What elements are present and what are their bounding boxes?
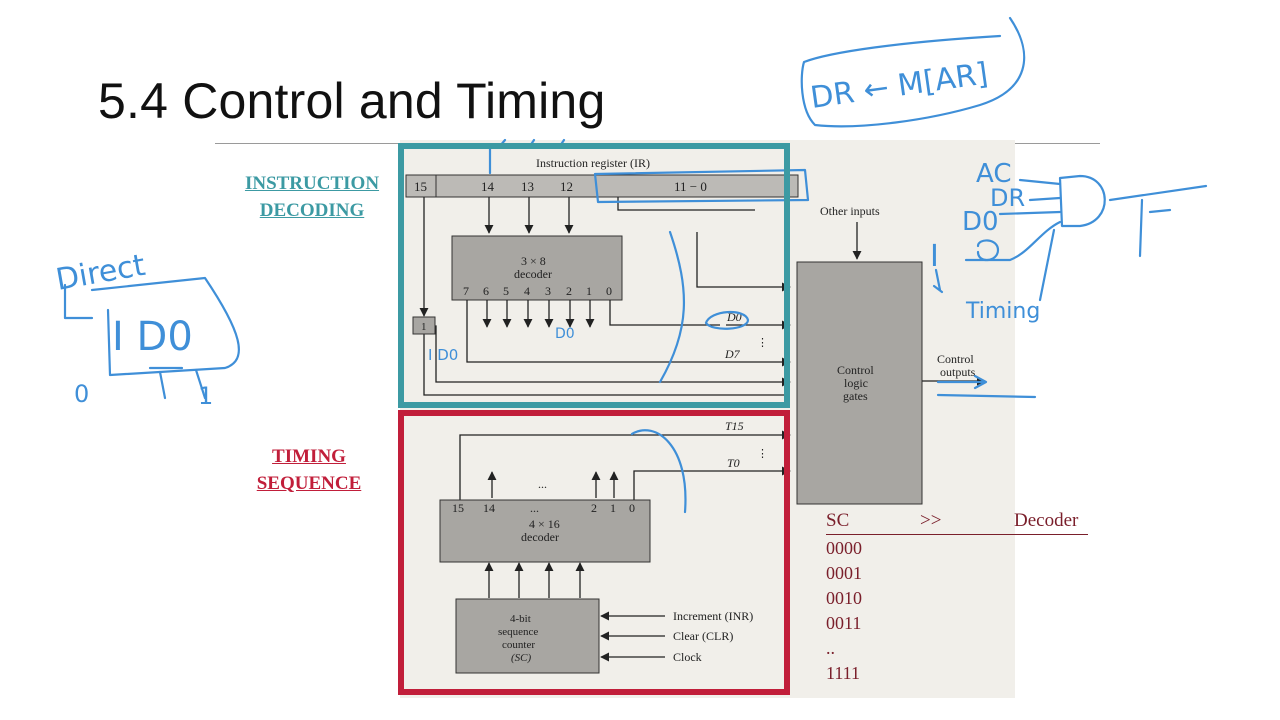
sc-row: 1111 xyxy=(826,663,860,683)
timing-sequence-label: TIMING SEQUENCE xyxy=(256,446,362,494)
dec4-out-14: 14 xyxy=(483,501,495,515)
d7-label: D7 xyxy=(724,347,741,361)
not-bubble xyxy=(976,239,1000,262)
decoder-4x16 xyxy=(439,499,651,563)
ir-bit-12: 12 xyxy=(560,179,573,194)
decoder-output-curve xyxy=(658,230,686,384)
timing-sequence-frame xyxy=(398,410,790,695)
d0-small-note: D0 xyxy=(555,326,575,342)
dec4-out-1: 1 xyxy=(610,501,616,515)
dec4-out-0: 0 xyxy=(629,501,635,515)
sc-table-header: SC >> Decoder xyxy=(826,510,1088,535)
decoder-4x16-size: 4 × 16 xyxy=(529,517,560,531)
control-logic-gates xyxy=(796,261,923,505)
decoder-3x8-word: decoder xyxy=(514,267,552,281)
control-logic-line2: logic xyxy=(844,376,868,390)
i-d0-small-note: I D0 xyxy=(428,346,458,364)
flipflop-i xyxy=(412,316,436,335)
clear-label: Clear (CLR) xyxy=(673,629,733,643)
timing-curve xyxy=(630,429,687,514)
dec3-out-1: 1 xyxy=(586,284,592,298)
timing-note: Timing xyxy=(965,299,1040,324)
dr-mar-enclosure xyxy=(800,16,1026,128)
gate-output xyxy=(1108,184,1208,258)
direct-note: Direct xyxy=(53,248,148,298)
dec3-out-2: 2 xyxy=(566,284,572,298)
t0-label: T0 xyxy=(727,456,740,470)
dec3-out-5: 5 xyxy=(503,284,509,298)
t-ellipsis: ⋮ xyxy=(757,448,768,460)
decoder-3x8-size: 3 × 8 xyxy=(521,254,546,268)
counter-line4: (SC) xyxy=(511,652,532,664)
counter-line3: counter xyxy=(502,639,535,651)
ac-note: AC xyxy=(976,159,1011,189)
dec4-out-2: 2 xyxy=(591,501,597,515)
control-logic-line1: Control xyxy=(837,363,874,377)
decoder-3x8 xyxy=(451,235,623,301)
flipflop-label: 1 xyxy=(421,321,427,333)
sc-header-decoder: Decoder xyxy=(1014,510,1079,531)
sc-header-arrow: >> xyxy=(920,510,942,531)
sc-table-rows: 0000 0001 0010 0011 .. 1111 xyxy=(826,536,862,686)
dr-note: DR xyxy=(990,184,1025,212)
decoder-4x16-word: decoder xyxy=(521,530,559,544)
d0-note: D0 xyxy=(962,207,999,237)
d-ellipsis: ⋮ xyxy=(757,337,768,349)
other-inputs-label: Other inputs xyxy=(820,204,880,218)
dec3-out-7: 7 xyxy=(463,284,469,298)
ir-address-highlight xyxy=(593,168,810,204)
ir-bit-13: 13 xyxy=(521,179,534,194)
control-logic-line3: gates xyxy=(843,389,868,403)
instruction-register xyxy=(405,174,799,198)
ir-bit-15: 15 xyxy=(414,179,427,194)
i-underline xyxy=(932,268,944,294)
dec3-out-6: 6 xyxy=(483,284,489,298)
and-gate xyxy=(1058,174,1106,228)
i-d0-bar xyxy=(148,366,207,400)
sc-row: 0011 xyxy=(826,613,862,633)
gate-inputs xyxy=(964,178,1062,302)
counter-line2: sequence xyxy=(498,626,538,638)
direct-bracket xyxy=(63,276,240,377)
dec3-out-4: 4 xyxy=(524,284,530,298)
slide-title: 5.4 Control and Timing xyxy=(98,73,606,129)
dec4-out-dots: ... xyxy=(530,501,539,515)
sc-row: .. xyxy=(826,638,835,658)
control-outputs-line1: Control xyxy=(937,352,974,366)
sc-row: 0000 xyxy=(826,538,862,558)
clock-label: Clock xyxy=(673,650,702,664)
sc-row: 0001 xyxy=(826,563,862,583)
top-ellipsis: ... xyxy=(538,477,547,491)
i-note: I xyxy=(930,239,939,274)
sc-header-sc: SC xyxy=(826,510,850,531)
instruction-decoding-label: INSTRUCTION DECODING xyxy=(244,173,380,221)
control-output-arrow xyxy=(936,374,1037,399)
increment-label: Increment (INR) xyxy=(673,609,753,623)
i-d0-note: I D0 xyxy=(112,314,193,360)
d0-circle xyxy=(704,311,750,330)
dr-mar-note: DR ← M[AR] xyxy=(808,56,990,116)
ir-label: Instruction register (IR) xyxy=(536,156,650,170)
one-note: 1 xyxy=(198,382,213,410)
ir-bit-11-0: 11 − 0 xyxy=(674,179,707,194)
t15-label: T15 xyxy=(725,419,744,433)
zero-note: 0 xyxy=(74,380,89,408)
ir-bit-14: 14 xyxy=(481,179,495,194)
dec3-out-0: 0 xyxy=(606,284,612,298)
control-outputs-line2: outputs xyxy=(940,365,976,379)
dec3-out-3: 3 xyxy=(545,284,551,298)
dec4-out-15: 15 xyxy=(452,501,464,515)
instruction-decoding-frame xyxy=(398,143,790,408)
counter-line1: 4-bit xyxy=(510,613,531,625)
sequence-counter xyxy=(455,598,600,674)
sc-row: 0010 xyxy=(826,588,862,608)
